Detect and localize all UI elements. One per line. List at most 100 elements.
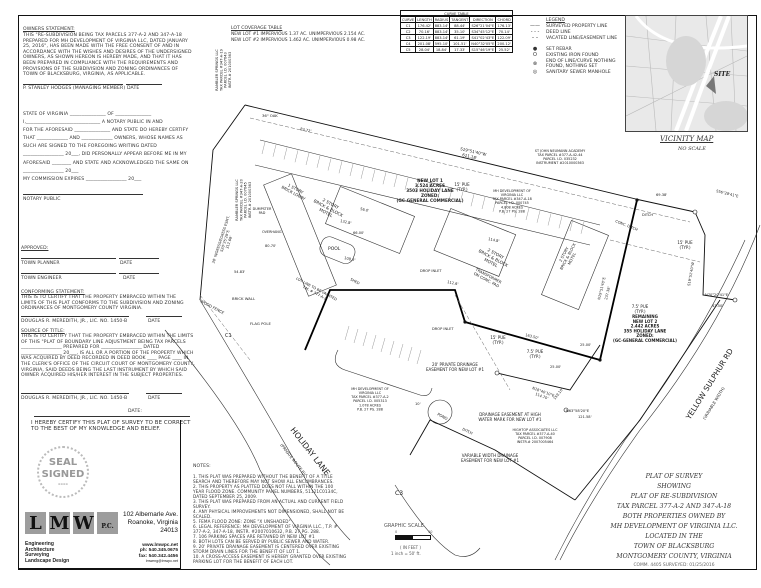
- rambler2-label: PARCEL I.D. 007645: [244, 182, 248, 218]
- new-lot1-label: ZONED:: [421, 193, 439, 198]
- parking-stalls: [261, 141, 585, 365]
- approved-heading: APPROVED:: [21, 246, 49, 251]
- source-signer: DOUGLAS R. MEREDITH, JR., LIC. NO. 1450-…: [21, 396, 128, 401]
- mh-parcel-18-label: MH DEVELOPMENT OF: [493, 189, 531, 193]
- remaining-lot2-label: NEW LOT 2: [633, 319, 658, 324]
- graphic-scale-title: GRAPHIC SCALE: [384, 523, 424, 529]
- motel1-label: MOTEL: [318, 207, 334, 219]
- plat-label: C1: [225, 333, 232, 339]
- date-line: [146, 393, 182, 394]
- owners-statement-heading: OWNERS STATEMENT:: [23, 27, 75, 32]
- mh-parcel-2-label: PARCEL I.D. 005313: [353, 399, 387, 403]
- mh-parcel-18-label: PARCEL I.D. 000745: [495, 201, 529, 205]
- signature-line: [21, 273, 116, 274]
- west-property-line: [199, 104, 246, 301]
- firm-email-link[interactable]: lmweng@lmwpc.net: [145, 559, 178, 564]
- pue75-label: 7.5' PUE: [632, 304, 649, 309]
- new-lot-line: [304, 199, 638, 362]
- note-item: 5. FEMA FLOOD ZONE: ZONE "X UNSHADED": [193, 519, 291, 524]
- dimension-label: S56°28'41"E: [716, 189, 740, 199]
- vicinity-map[interactable]: SITE: [625, 15, 748, 132]
- note-item: 10. A CROSS-ACCESS EASEMENT IS HEREBY GR…: [193, 554, 347, 564]
- dimension-label: N19°51'40"E: [597, 276, 607, 300]
- date-line: [146, 316, 182, 317]
- seal-text: SEAL: [48, 457, 78, 468]
- plat-label: BRICK WALL: [232, 296, 256, 301]
- plat-label: POND: [437, 411, 449, 421]
- pue15b-label: 15' PUE: [677, 240, 693, 245]
- dimension-label: S19°51'40"W: [687, 261, 695, 286]
- curve-table-cell: S15°46'19"E: [469, 46, 497, 53]
- east-property-line: [694, 211, 736, 301]
- title-line: BOTH PROPERTIES OWNED BY: [622, 513, 726, 520]
- iron-found-marker: [692, 209, 698, 215]
- legend-label: SURVEYED PROPERTY LINE: [546, 23, 608, 29]
- dimension-label: 163.50': [525, 333, 539, 340]
- mh-parcel-18-label: VIRGINIA LLC: [501, 193, 524, 197]
- vicinity-map-graphic: SITE: [626, 16, 747, 131]
- legend-label: EXISTING IRON FOUND: [546, 52, 599, 58]
- mh-parcel-2-label: 1.078 ACRES: [359, 403, 381, 407]
- date-line: [34, 416, 190, 417]
- scale-zero: 0: [395, 530, 398, 534]
- rambler-label: PARCEL I.D. 007643: [224, 52, 228, 88]
- title-line: MH DEVELOPMENT OF VIRGINIA LLC.: [610, 523, 738, 530]
- firm-website-link[interactable]: www.lmwpc.net: [142, 543, 178, 548]
- notary-block: STATE OF VIRGINIA _______________ OF ___…: [23, 111, 198, 184]
- dimension-label: 114.8': [488, 237, 500, 243]
- mh-parcel-2-label: P.B. 27 PG. 288: [357, 407, 383, 411]
- dimension-label: 56.0': [360, 207, 370, 213]
- lot-coverage-heading: LOT COVERAGE TABLE: [231, 26, 283, 31]
- solid-line-icon: ——: [530, 23, 540, 29]
- dimension-label: N63°58'20"E: [566, 409, 590, 413]
- service: Engineering: [25, 541, 54, 547]
- hightop-label: PARCEL I.D. 007908: [518, 436, 552, 440]
- signature-line: [23, 84, 123, 85]
- note-item: 9. 20' PRIVATE DRAINAGE EASEMENT IS CENT…: [193, 544, 340, 554]
- plat-label: DROP INLET: [420, 269, 442, 273]
- title-line: MONTGOMERY COUNTY, VIRGINIA: [616, 553, 732, 560]
- dimension-label: 25.00': [580, 343, 591, 347]
- legend-item: —— SURVEYED PROPERTY LINE: [529, 23, 626, 29]
- notary-line: FOR THE AFORESAID _______________ AND ST…: [23, 128, 189, 134]
- remaining-lot2-label: 2.442 ACRES: [631, 324, 660, 329]
- note-item: 1. THIS PLAT WAS PREPARED WITHOUT THE BE…: [193, 474, 334, 484]
- note-item: 8. BOTH LOTS CAN BE SERVED BY PUBLIC SEW…: [193, 539, 330, 544]
- certification-body: I HEREBY CERTIFY THIS PLAT OF SURVEY TO …: [31, 420, 191, 433]
- site-marker: [706, 76, 716, 94]
- dimension-label: 159.10': [553, 387, 565, 400]
- set-rebar-marker: [635, 198, 639, 202]
- set-rebar-marker: [463, 320, 467, 324]
- dimension-label: 43.50': [712, 304, 723, 308]
- drainage-high-water-label: DRAINAGE EASEMENT AT HIGH: [479, 412, 541, 417]
- rambler-label: INSTR.# 201000363: [228, 52, 232, 88]
- firm-contact: www.lmwpc.net ph: 540.345.0675 fax: 540.…: [110, 543, 178, 565]
- holiday-lane-edge: [164, 329, 331, 566]
- manhole-circle-icon: ◎: [532, 69, 538, 75]
- note-item: 3. THIS PLAT WAS PREPARED FROM AN ACTUAL…: [193, 499, 344, 509]
- dimension-label: 108.3': [344, 256, 356, 262]
- legend-item: - - -DEED LINE: [529, 29, 626, 35]
- notary-public-label: NOTARY PUBLIC: [23, 197, 61, 202]
- dimension-label: 25.00': [550, 365, 561, 369]
- dumpster-label: PAD: [259, 211, 266, 215]
- motel3-label: MOTEL: [566, 251, 577, 266]
- note-item: 7. 106 PARKING SPACES ARE RETAINED BY NE…: [193, 534, 315, 539]
- seal-text: SIGNED: [41, 469, 85, 480]
- notary-line: _________________ 20___: [23, 168, 79, 174]
- site-label: SITE: [714, 71, 731, 78]
- pool-outline: [319, 236, 356, 264]
- date-label: DATE: [148, 319, 161, 324]
- seal-text: ----: [58, 481, 68, 488]
- building-outline: [263, 173, 337, 297]
- owners-statement-body: THIS "RE-SUBDIVISION BEING TAX PARCELS 3…: [23, 33, 192, 78]
- iron-found-marker: [732, 297, 738, 303]
- legend-label: VACATED LINE/EASEMENT LINE: [546, 35, 618, 41]
- scale-units: ( IN FEET ): [400, 545, 421, 550]
- notary-signature-line: [23, 194, 143, 195]
